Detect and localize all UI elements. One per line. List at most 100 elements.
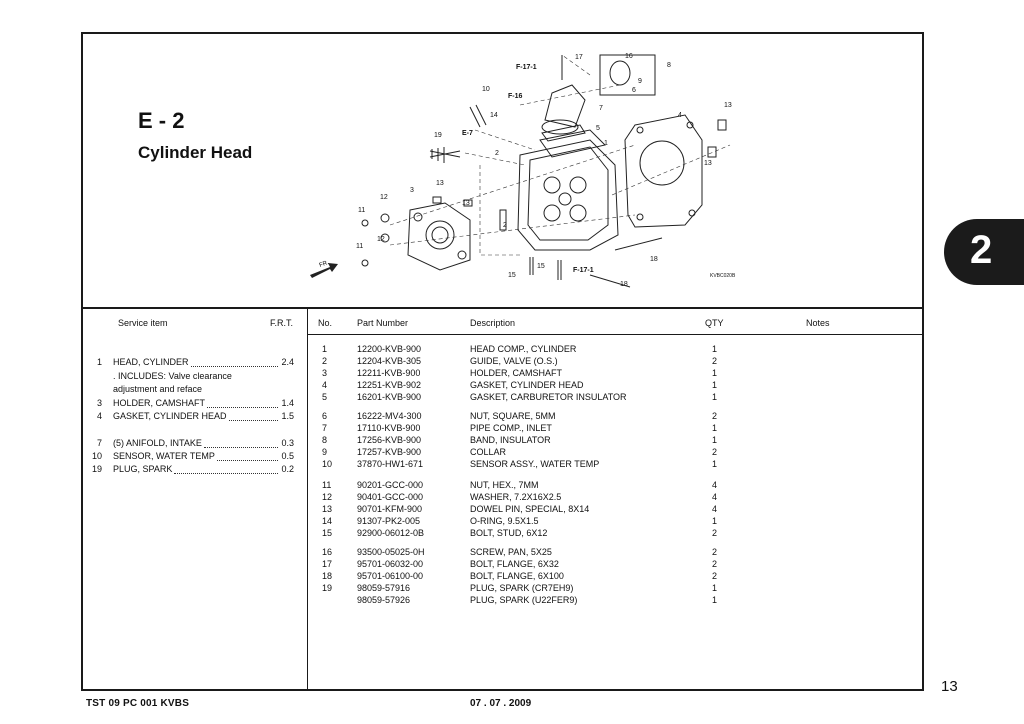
callout-2-a: 2 [495, 150, 499, 157]
part-number: 90401-GCC-000 [357, 492, 424, 502]
column-divider [307, 307, 308, 691]
part-qty: 1 [712, 595, 718, 605]
part-description: HEAD COMP., CYLINDER [470, 344, 577, 354]
part-description: NUT, SQUARE, 5MM [470, 411, 556, 421]
part-no: 9 [322, 447, 328, 457]
part-no: 8 [322, 435, 328, 445]
ref-e7: E-7 [462, 130, 473, 137]
callout-18-b: 18 [620, 281, 628, 288]
chapter-tab-number: 2 [970, 228, 993, 272]
part-qty: 1 [712, 435, 718, 445]
part-description: BOLT, FLANGE, 6X100 [470, 571, 564, 581]
part-description: BOLT, FLANGE, 6X32 [470, 559, 559, 569]
ref-f171-bottom: F-17-1 [573, 267, 594, 274]
callout-11-a: 11 [358, 207, 365, 214]
service-item-row: . INCLUDES: Valve clearance [88, 370, 298, 382]
part-no: 7 [322, 423, 328, 433]
part-number: 12200-KVB-900 [357, 344, 422, 354]
service-item-no: 7 [96, 438, 102, 448]
part-description: PIPE COMP., INLET [470, 423, 552, 433]
front-arrow-icon [310, 263, 338, 278]
dot-leader [229, 419, 278, 421]
part-no: 13 [322, 504, 333, 514]
part-no: 14 [322, 516, 333, 526]
callout-8: 8 [667, 62, 671, 69]
footer-date: 07 . 07 . 2009 [470, 698, 532, 709]
callout-12-a: 12 [380, 194, 388, 201]
service-item-desc: . INCLUDES: Valve clearance [113, 371, 232, 381]
part-qty: 1 [712, 392, 718, 402]
callout-14: 14 [490, 112, 498, 119]
ref-f171-top: F-17-1 [516, 64, 537, 71]
part-description: WASHER, 7.2X16X2.5 [470, 492, 562, 502]
part-qty: 1 [712, 380, 718, 390]
chapter-tab: 2 [944, 219, 1024, 285]
part-no: 3 [322, 368, 328, 378]
callout-3: 3 [410, 187, 414, 194]
cylinder-head [517, 139, 619, 251]
service-item-desc: SENSOR, WATER TEMP [113, 451, 215, 461]
part-number: 95701-06032-00 [357, 559, 424, 569]
callout-17: 17 [575, 54, 583, 61]
callout-15-b: 15 [508, 272, 516, 279]
service-item-frt: 2.4 [281, 357, 294, 367]
service-item-no: 3 [96, 398, 102, 408]
part-no: 2 [322, 356, 328, 366]
part-number: 17257-KVB-900 [357, 447, 422, 457]
service-item-no: 19 [91, 464, 102, 474]
service-item-desc: HOLDER, CAMSHAFT [113, 398, 206, 408]
dot-leader [207, 406, 278, 408]
part-number: 95701-06100-00 [357, 571, 424, 581]
ref-f16: F-16 [508, 93, 523, 100]
part-description: DOWEL PIN, SPECIAL, 8X14 [470, 504, 590, 514]
part-description: O-RING, 9.5X1.5 [470, 516, 539, 526]
callout-2-b: 2 [503, 222, 507, 229]
part-number: 12211-KVB-900 [357, 368, 421, 378]
part-qty: 1 [712, 344, 718, 354]
service-item-frt: 1.5 [281, 411, 294, 421]
part-no: 11 [322, 480, 332, 490]
part-number: 16201-KVB-900 [357, 392, 422, 402]
dot-leader [191, 365, 278, 367]
part-qty: 1 [712, 368, 718, 378]
part-number: 12251-KVB-902 [357, 380, 422, 390]
callout-18-a: 18 [650, 256, 658, 263]
part-no: 1 [322, 344, 328, 354]
service-item-no: 4 [96, 411, 102, 421]
col-qty-header: QTY [705, 318, 724, 328]
part-qty: 2 [712, 528, 718, 538]
part-qty: 2 [712, 547, 718, 557]
callout-5: 5 [596, 125, 600, 132]
col-notes-header: Notes [806, 318, 830, 328]
part-number: 12204-KVB-305 [357, 356, 422, 366]
parts-row: 1 12200-KVB-900 HEAD COMP., CYLINDER 1 [312, 343, 912, 355]
callout-13-a: 13 [724, 102, 732, 109]
dot-leader [217, 459, 278, 461]
callout-10: 10 [482, 86, 490, 93]
part-qty: 4 [712, 480, 718, 490]
part-no: 12 [322, 492, 333, 502]
service-item-frt: 0.5 [281, 451, 294, 461]
part-no: 6 [322, 411, 328, 421]
part-qty: 1 [712, 423, 718, 433]
intake-pipe [544, 84, 586, 128]
part-qty: 2 [712, 571, 718, 581]
svg-text:FR.: FR. [319, 260, 330, 269]
part-description: PLUG, SPARK (U22FER9) [470, 595, 578, 605]
col-no-header: No. [318, 318, 333, 328]
part-qty: 2 [712, 447, 718, 457]
